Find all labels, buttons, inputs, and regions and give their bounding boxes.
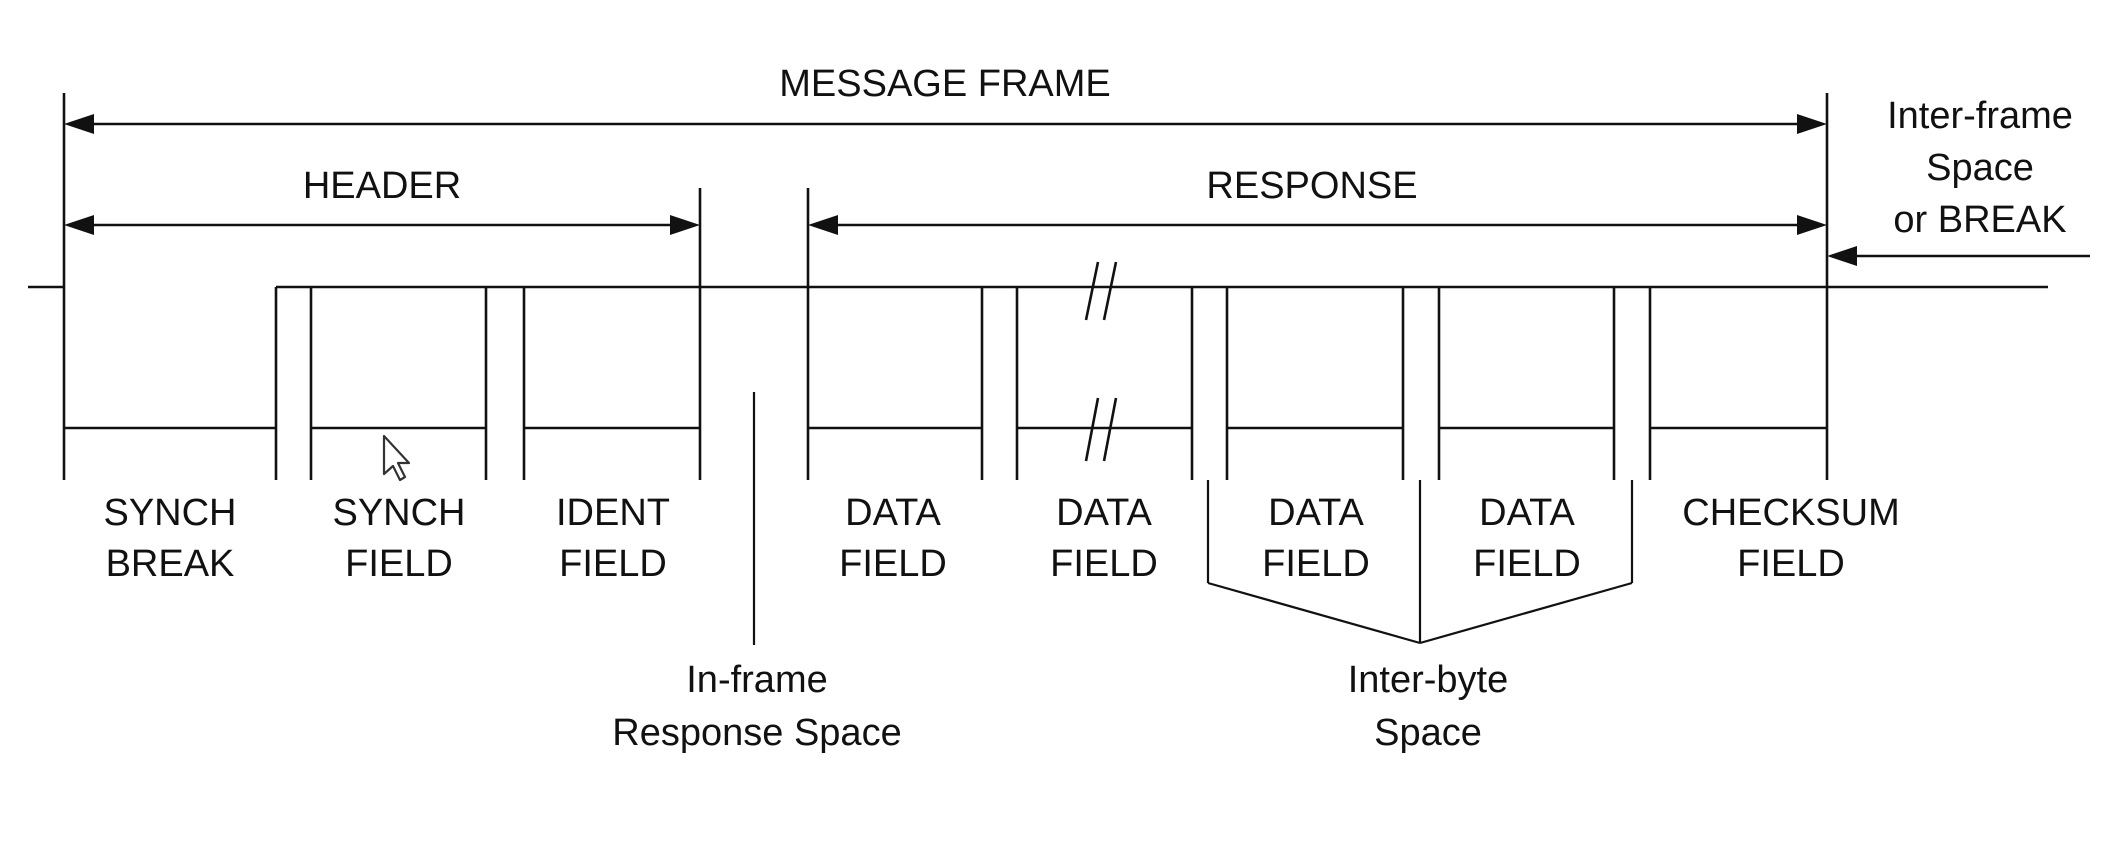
field-label-data-field-2-line1: DATA — [1056, 492, 1152, 534]
response-label: RESPONSE — [1206, 165, 1417, 207]
message-frame-arrow-right — [1797, 114, 1827, 134]
break-mark-bottom — [1084, 397, 1118, 462]
mouse-pointer-icon — [382, 434, 411, 482]
field-label-synch-field-line2: FIELD — [345, 543, 453, 585]
field-label-data-field-3-line1: DATA — [1268, 492, 1364, 534]
message-frame-arrow-left — [64, 114, 94, 134]
inter-byte-label-line1: Inter-byte — [1348, 659, 1509, 701]
field-label-synch-field-line1: SYNCH — [332, 492, 465, 534]
field-label-data-field-4-line2: FIELD — [1473, 543, 1581, 585]
field-label-data-field-4-line1: DATA — [1479, 492, 1575, 534]
field-label-data-field-3-line2: FIELD — [1262, 543, 1370, 585]
field-label-data-field-2-line2: FIELD — [1050, 543, 1158, 585]
message-frame-label: MESSAGE FRAME — [779, 63, 1111, 105]
header-arrow-left — [64, 215, 94, 235]
in-frame-label-line2: Response Space — [612, 712, 901, 754]
field-label-ident-field-line2: FIELD — [559, 543, 667, 585]
field-label-data-field-1-line1: DATA — [845, 492, 941, 534]
inter-frame-label-line2: Space — [1926, 147, 2034, 189]
response-arrow-left — [808, 215, 838, 235]
signal-waveform — [28, 285, 2048, 480]
field-label-ident-field-line1: IDENT — [556, 492, 670, 534]
break-mark-top — [1084, 261, 1118, 321]
header-label: HEADER — [303, 165, 461, 207]
inter-frame-label-line1: Inter-frame — [1887, 95, 2073, 137]
inter-byte-label-line2: Space — [1374, 712, 1482, 754]
response-arrow-right — [1797, 215, 1827, 235]
field-label-checksum-field-line2: FIELD — [1737, 543, 1845, 585]
in-frame-label-line1: In-frame — [686, 659, 827, 701]
inter-frame-label-line3: or BREAK — [1893, 199, 2066, 241]
inter-frame-arrow-head — [1827, 246, 1857, 266]
field-label-data-field-1-line2: FIELD — [839, 543, 947, 585]
field-label-synch-break-line2: BREAK — [106, 543, 235, 585]
header-arrow-right — [670, 215, 700, 235]
field-label-synch-break-line1: SYNCH — [103, 492, 236, 534]
inter-byte-space-bracket — [1206, 480, 1634, 645]
field-label-checksum-field-line1: CHECKSUM — [1682, 492, 1899, 534]
